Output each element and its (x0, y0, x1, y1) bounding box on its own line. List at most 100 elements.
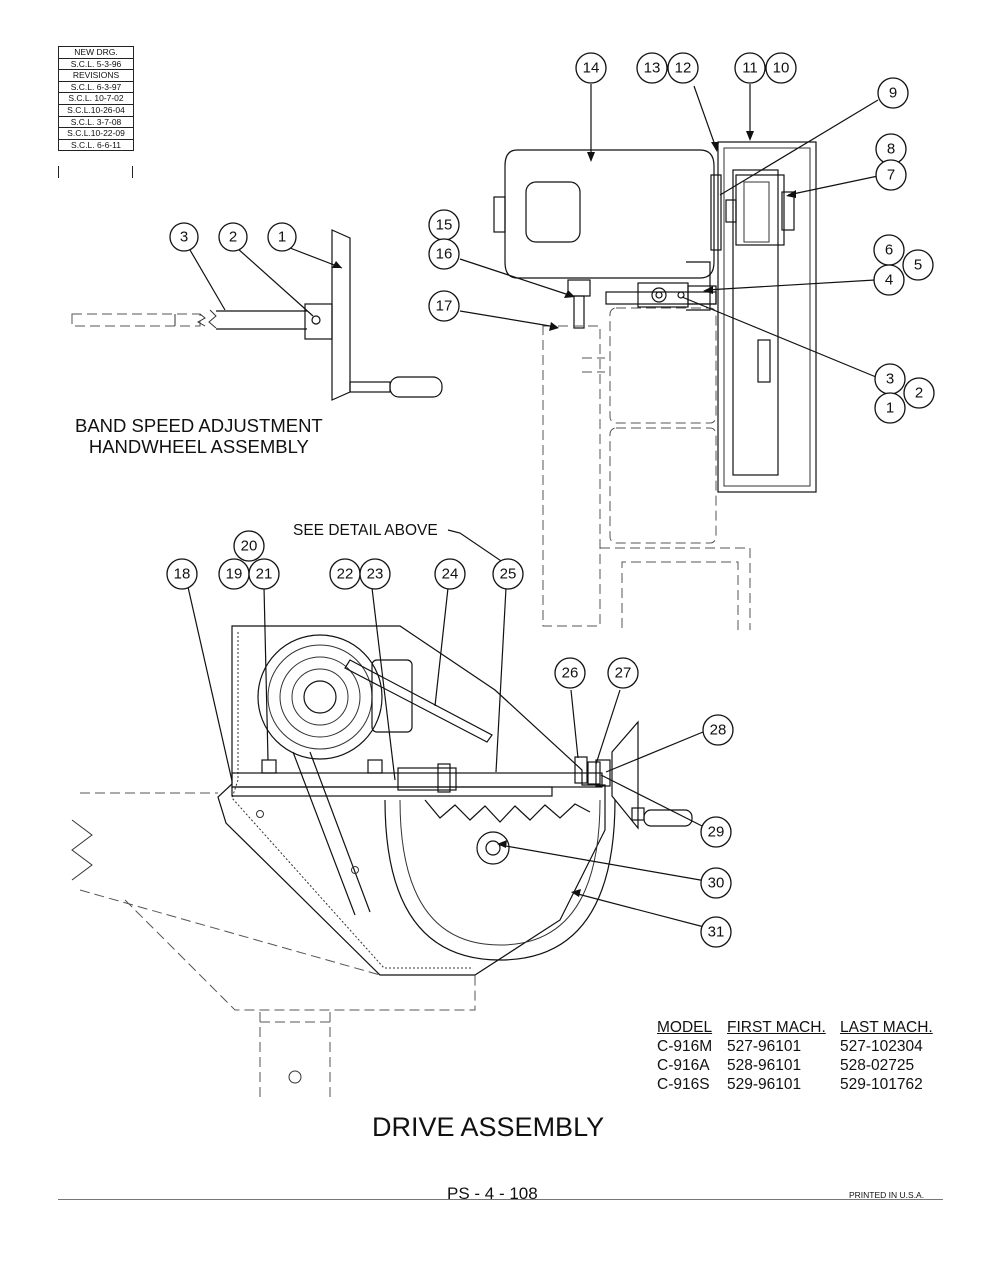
revision-line: S.C.L. 6-3-97 (59, 82, 133, 94)
belt-guard (717, 141, 817, 493)
callout-13: 13 (636, 52, 668, 84)
callout-5: 5 (902, 249, 934, 281)
svg-text:14: 14 (583, 60, 600, 77)
callout-24: 24 (434, 558, 466, 590)
callout-23: 23 (359, 558, 391, 590)
cell-model: C-916S (657, 1076, 710, 1093)
svg-text:29: 29 (708, 824, 725, 841)
callout-22: 22 (329, 558, 361, 590)
callout-25: 25 (492, 558, 524, 590)
revision-line: REVISIONS (59, 70, 133, 82)
callout-2: 2 (903, 377, 935, 409)
band-speed-title: BAND SPEED ADJUSTMENT HANDWHEEL ASSEMBLY (75, 415, 323, 457)
handwheel (611, 720, 639, 830)
svg-text:6: 6 (885, 242, 893, 259)
revision-block: NEW DRG. S.C.L. 5-3-96 REVISIONS S.C.L. … (58, 46, 134, 152)
callout-18: 18 (166, 558, 198, 590)
svg-text:11: 11 (742, 60, 758, 77)
callout-1: 1 (267, 222, 297, 252)
page-number: PS - 4 - 108 (447, 1184, 538, 1203)
callout-6: 6 (873, 234, 905, 266)
revision-block-stub (132, 166, 133, 178)
revision-line: S.C.L.10-22-09 (59, 128, 133, 140)
svg-text:4: 4 (885, 272, 893, 289)
band-speed-title-line1: BAND SPEED ADJUSTMENT (75, 415, 323, 436)
callout-28: 28 (702, 714, 734, 746)
table-row: C-916M 527-96101 527-102304 (657, 1037, 950, 1056)
callout-12: 12 (667, 52, 699, 84)
cell-model: C-916M (657, 1038, 713, 1055)
v-belt (292, 751, 371, 916)
revision-block-stub (58, 166, 59, 178)
svg-text:12: 12 (675, 60, 692, 77)
revision-line: NEW DRG. (59, 47, 133, 59)
drive-belt (732, 169, 779, 476)
svg-text:8: 8 (887, 141, 895, 158)
model-table: MODEL FIRST MACH. LAST MACH. C-916M 527-… (657, 1018, 950, 1094)
callout-15: 15 (428, 209, 460, 241)
wheel-hub (476, 831, 510, 865)
callout-30: 30 (700, 867, 732, 899)
callout-21: 21 (248, 558, 280, 590)
cell-last: 528-02725 (840, 1057, 915, 1074)
svg-text:3: 3 (180, 229, 188, 246)
svg-text:30: 30 (708, 875, 725, 892)
motor-pulley (735, 174, 785, 246)
revision-line: S.C.L.10-26-04 (59, 105, 133, 117)
svg-text:21: 21 (256, 566, 273, 583)
callout-2: 2 (218, 222, 248, 252)
svg-text:25: 25 (500, 566, 517, 583)
callout-8: 8 (875, 133, 907, 165)
svg-text:7: 7 (887, 167, 895, 184)
revision-line: S.C.L. 3-7-08 (59, 117, 133, 129)
cell-last: 527-102304 (840, 1038, 923, 1055)
header-last-mach: LAST MACH. (840, 1019, 933, 1036)
svg-text:1: 1 (278, 229, 286, 246)
callout-31: 31 (700, 916, 732, 948)
callout-16: 16 (428, 238, 460, 270)
callouts: 3 2 1 14 13 12 11 10 9 8 7 6 5 4 15 16 1… (166, 52, 935, 948)
callout-26: 26 (554, 657, 586, 689)
svg-text:3: 3 (886, 371, 894, 388)
svg-text:17: 17 (436, 298, 453, 315)
callout-14: 14 (575, 52, 607, 84)
svg-text:24: 24 (442, 566, 459, 583)
callout-29: 29 (700, 816, 732, 848)
table-row: C-916A 528-96101 528-02725 (657, 1056, 950, 1075)
svg-text:10: 10 (773, 60, 790, 77)
support-rod (344, 659, 493, 743)
adjusting-block (637, 282, 689, 308)
band-speed-title-line2: HANDWHEEL ASSEMBLY (88, 436, 309, 457)
callout-19: 19 (218, 558, 250, 590)
header-first-mach: FIRST MACH. (727, 1019, 826, 1036)
callout-3: 3 (169, 222, 199, 252)
motor (504, 149, 715, 279)
handwheel-detail (71, 229, 443, 401)
callout-9: 9 (877, 77, 909, 109)
motor-side-view (493, 141, 817, 630)
cell-last: 529-101762 (840, 1076, 923, 1093)
table-row: C-916S 529-96101 529-101762 (657, 1075, 950, 1094)
callout-1: 1 (874, 392, 906, 424)
svg-text:31: 31 (708, 924, 725, 941)
svg-text:9: 9 (889, 85, 897, 102)
lower-drive-view (71, 529, 709, 1100)
upper-leaders (459, 84, 879, 378)
callout-4: 4 (873, 264, 905, 296)
svg-text:2: 2 (915, 385, 923, 402)
svg-text:18: 18 (174, 566, 191, 583)
band-wheel (384, 799, 616, 961)
handwheel-knob (389, 376, 443, 398)
callout-20: 20 (233, 530, 265, 562)
frame-column (542, 325, 601, 627)
svg-text:26: 26 (562, 665, 579, 682)
svg-text:27: 27 (615, 665, 632, 682)
cell-first: 529-96101 (727, 1076, 802, 1093)
svg-text:2: 2 (229, 229, 237, 246)
handwheel-disc (331, 229, 351, 401)
cell-first: 528-96101 (727, 1057, 802, 1074)
adjusting-shaft-hidden (71, 313, 201, 327)
svg-text:20: 20 (241, 538, 258, 555)
revision-line: S.C.L. 5-3-96 (59, 59, 133, 71)
